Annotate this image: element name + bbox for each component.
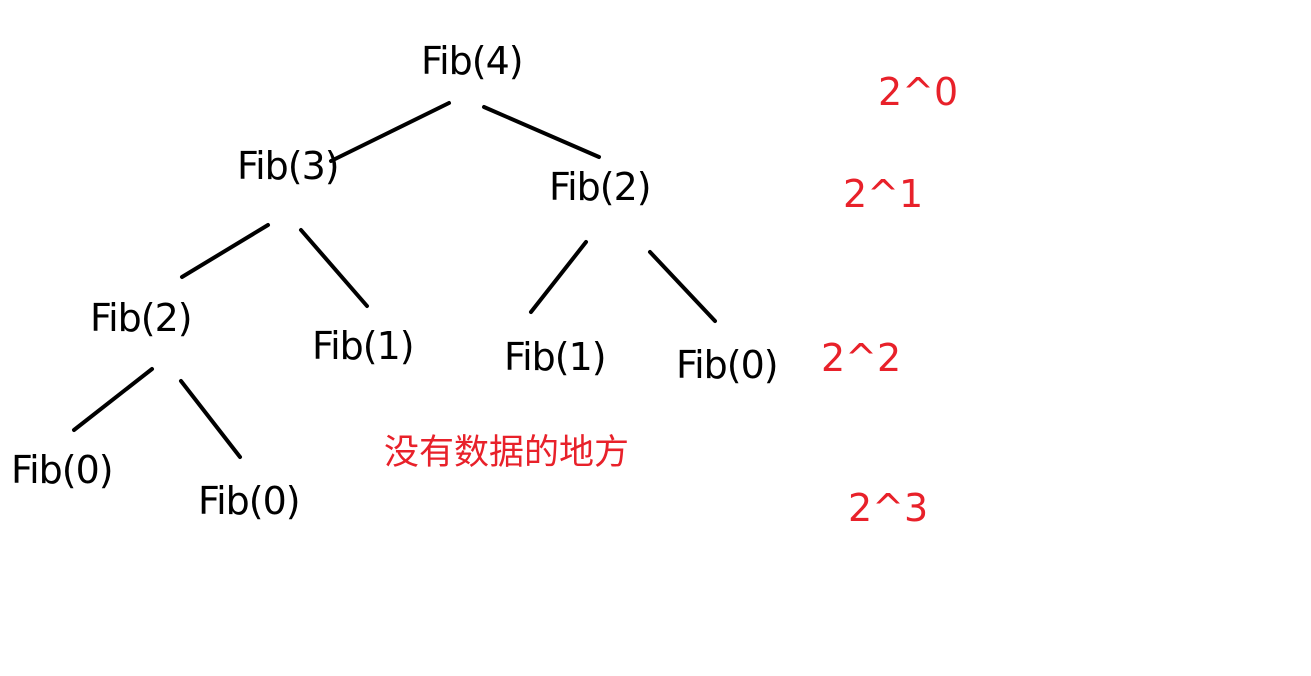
node-fib-4: Fib(4) — [421, 39, 524, 83]
node-fib-2-right: Fib(2) — [549, 165, 652, 209]
node-fib-3: Fib(3) — [237, 144, 340, 188]
node-fib-0-right: Fib(0) — [676, 343, 779, 387]
no-data-annotation: 没有数据的地方 — [384, 433, 630, 473]
edge-n3-n8 — [179, 379, 242, 459]
edge-n2-n6 — [648, 250, 717, 323]
node-fib-1-left: Fib(1) — [312, 324, 415, 368]
level-label-2-pow-1: 2^1 — [843, 172, 924, 216]
edge-n0-n2 — [482, 105, 601, 159]
node-fib-0-left-b: Fib(0) — [198, 479, 301, 523]
edge-n0-n1 — [329, 101, 451, 163]
level-label-2-pow-0: 2^0 — [878, 70, 959, 114]
node-fib-0-left-a: Fib(0) — [11, 448, 114, 492]
edge-n1-n3 — [180, 223, 270, 279]
edge-n2-n5 — [529, 240, 588, 314]
edge-n1-n4 — [299, 228, 369, 308]
level-label-2-pow-2: 2^2 — [821, 336, 902, 380]
node-fib-1-right: Fib(1) — [504, 335, 607, 379]
edge-n3-n7 — [72, 367, 154, 432]
node-fib-2-left: Fib(2) — [90, 296, 193, 340]
level-label-2-pow-3: 2^3 — [848, 486, 929, 530]
